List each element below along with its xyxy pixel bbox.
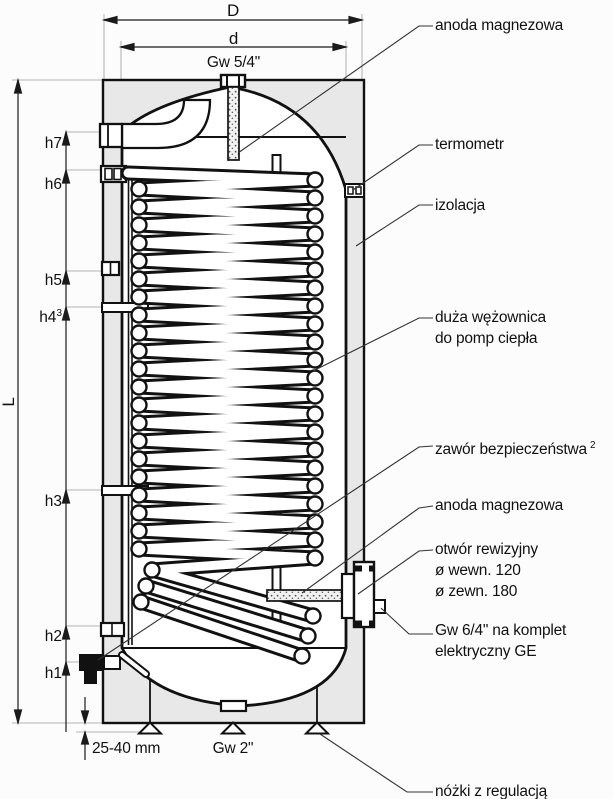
- thermometer-pocket: [344, 183, 365, 198]
- dim-h5-label: h5: [44, 272, 62, 290]
- callout-adjustable-feet: nóżki z regulacją: [435, 783, 548, 799]
- dim-h4-label: h43: [39, 308, 62, 327]
- callout-insulation: izolacja: [435, 197, 486, 214]
- dim-d-label: d: [228, 29, 239, 48]
- dim-h6-label: h6: [44, 176, 62, 194]
- callout-inspection-opening: otwór rewizyjny ø wewn. 120 ø zewn. 180: [435, 541, 538, 600]
- callout-anode-top: anoda magnezowa: [435, 17, 563, 34]
- heat-pump-coil-graphic: [120, 165, 324, 665]
- dim-L-label: L: [0, 397, 18, 407]
- callout-electric-set: Gw 6/4" na komplet elektryczny GE: [435, 622, 567, 660]
- top-anode-rod: [227, 86, 240, 161]
- dimension-lines: [13, 15, 365, 760]
- outlet-elbow-pipe: [120, 98, 212, 150]
- feet-range-label: 25-40 mm: [92, 740, 161, 757]
- thread-top-label: Gw 5/4": [206, 54, 261, 71]
- dim-h3-label: h3: [44, 493, 62, 511]
- coil-riser-pipes: [127, 176, 133, 645]
- callout-heat-pump-coil: duża wężownica do pomp ciepła: [435, 309, 546, 347]
- electric-set-socket: [373, 599, 386, 614]
- dim-h1-label: h1: [44, 665, 62, 683]
- callout-thermometer: termometr: [435, 136, 504, 153]
- top-anode-assembly: [219, 73, 247, 161]
- bottom-anode-rod: [266, 589, 344, 602]
- dim-h7-label: h7: [44, 135, 62, 153]
- leader-lines: [97, 25, 434, 793]
- thread-bottom-label: Gw 2": [212, 740, 254, 757]
- inspection-flange: [340, 560, 386, 629]
- bottom-drain-socket: [219, 699, 248, 713]
- feet: [136, 679, 331, 735]
- dim-D-label: D: [226, 1, 240, 20]
- safety-valve-fitting: [79, 651, 150, 684]
- callout-anode-bottom: anoda magnezowa: [435, 497, 563, 514]
- dim-h2-label: h2: [44, 628, 62, 646]
